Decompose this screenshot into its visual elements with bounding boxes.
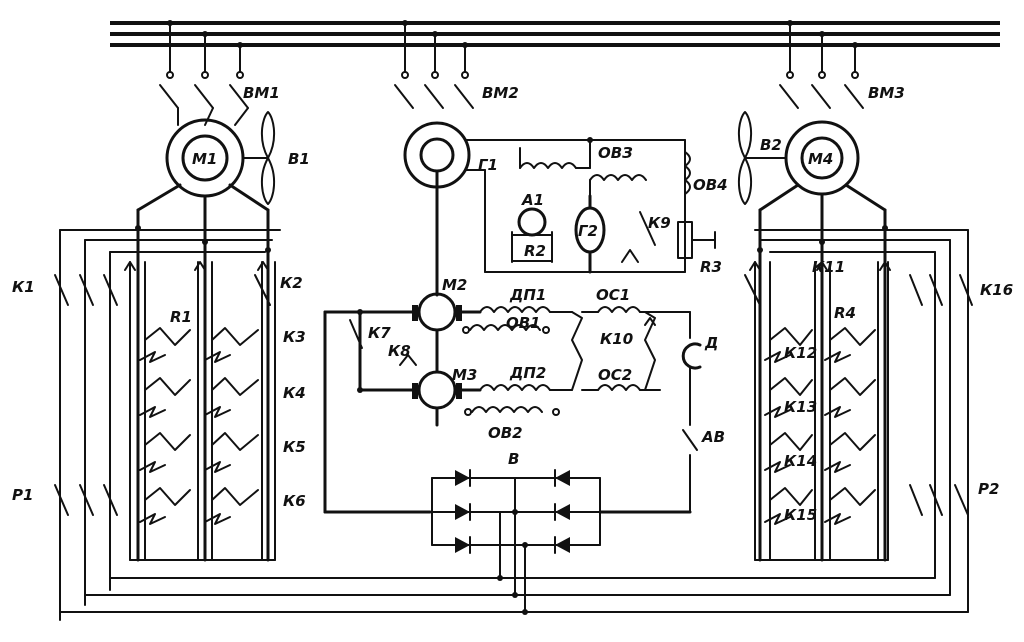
label-ov1: ОВ1 xyxy=(506,314,541,332)
contactor-k1-k2 xyxy=(54,229,281,621)
feedback-circuit xyxy=(571,306,702,514)
motor-windings xyxy=(460,306,573,416)
label-p2: Р2 xyxy=(978,480,999,498)
label-v: В xyxy=(508,450,519,468)
rheostat-r3[interactable] xyxy=(677,221,716,259)
label-k1: К1 xyxy=(12,278,35,296)
label-k15: К15 xyxy=(784,506,817,524)
label-r4: R4 xyxy=(834,304,856,322)
motor-m2[interactable] xyxy=(412,292,462,332)
label-r1: R1 xyxy=(170,308,192,326)
label-m4: М4 xyxy=(808,150,833,168)
m4-wiring xyxy=(754,183,889,562)
label-k9: К9 xyxy=(648,214,671,232)
rectifier-bridge-v xyxy=(431,469,601,615)
label-k10: К10 xyxy=(600,330,633,348)
label-k16: К16 xyxy=(980,281,1013,299)
label-k5: К5 xyxy=(283,438,306,456)
fan-b1-icon xyxy=(242,111,275,205)
breaker-bm3 xyxy=(779,20,864,109)
contactor-k11-k16 xyxy=(744,229,973,521)
label-g2: Г2 xyxy=(578,222,598,240)
label-ov2: ОВ2 xyxy=(488,424,523,442)
resistor-r4-ladder xyxy=(764,327,876,525)
label-k11: К11 xyxy=(812,258,845,276)
label-k14: К14 xyxy=(784,452,817,470)
label-g1: Г1 xyxy=(478,156,498,174)
label-r3: R3 xyxy=(700,258,722,276)
label-m3: М3 xyxy=(452,366,477,384)
label-d: Д xyxy=(704,334,718,352)
label-av: АВ xyxy=(701,428,725,446)
m1-wiring xyxy=(129,183,276,562)
label-bm2: ВМ2 xyxy=(482,84,519,102)
label-bm1: ВМ1 xyxy=(243,84,280,102)
label-ov3: ОВЗ xyxy=(598,144,633,162)
label-k7: К7 xyxy=(368,324,391,342)
label-m1: М1 xyxy=(192,150,217,168)
label-k13: К13 xyxy=(784,398,817,416)
fan-b2-icon xyxy=(738,111,787,205)
excitation-loop xyxy=(464,137,691,273)
label-os1: ОС1 xyxy=(596,286,630,304)
label-p1: Р1 xyxy=(12,486,33,504)
contact-k9 xyxy=(621,211,656,263)
label-bm3: ВМ3 xyxy=(868,84,905,102)
label-b1: В1 xyxy=(288,150,310,168)
label-m2: М2 xyxy=(442,276,467,294)
label-ov4: ОВ4 xyxy=(693,176,728,194)
label-k12: К12 xyxy=(784,344,817,362)
resistor-r1-ladder xyxy=(139,327,259,525)
label-k3: К3 xyxy=(283,328,306,346)
label-k2: К2 xyxy=(280,274,303,292)
label-k8: К8 xyxy=(388,342,411,360)
label-os2: ОС2 xyxy=(598,366,632,384)
label-a1: А1 xyxy=(521,191,544,209)
breaker-bm1 xyxy=(159,20,249,126)
generator-g2[interactable] xyxy=(574,194,606,274)
label-r2: R2 xyxy=(524,242,546,260)
label-k4: К4 xyxy=(283,384,306,402)
label-dp2: ДП2 xyxy=(509,364,546,382)
armature-circuit xyxy=(323,309,432,514)
label-dp1: ДП1 xyxy=(509,286,546,304)
breaker-bm2 xyxy=(394,20,474,109)
bottom-return-wiring xyxy=(59,509,969,613)
ammeter-a1[interactable] xyxy=(511,207,553,263)
label-k6: К6 xyxy=(283,492,306,510)
label-b2: В2 xyxy=(760,136,782,154)
three-phase-bus xyxy=(110,21,1000,47)
